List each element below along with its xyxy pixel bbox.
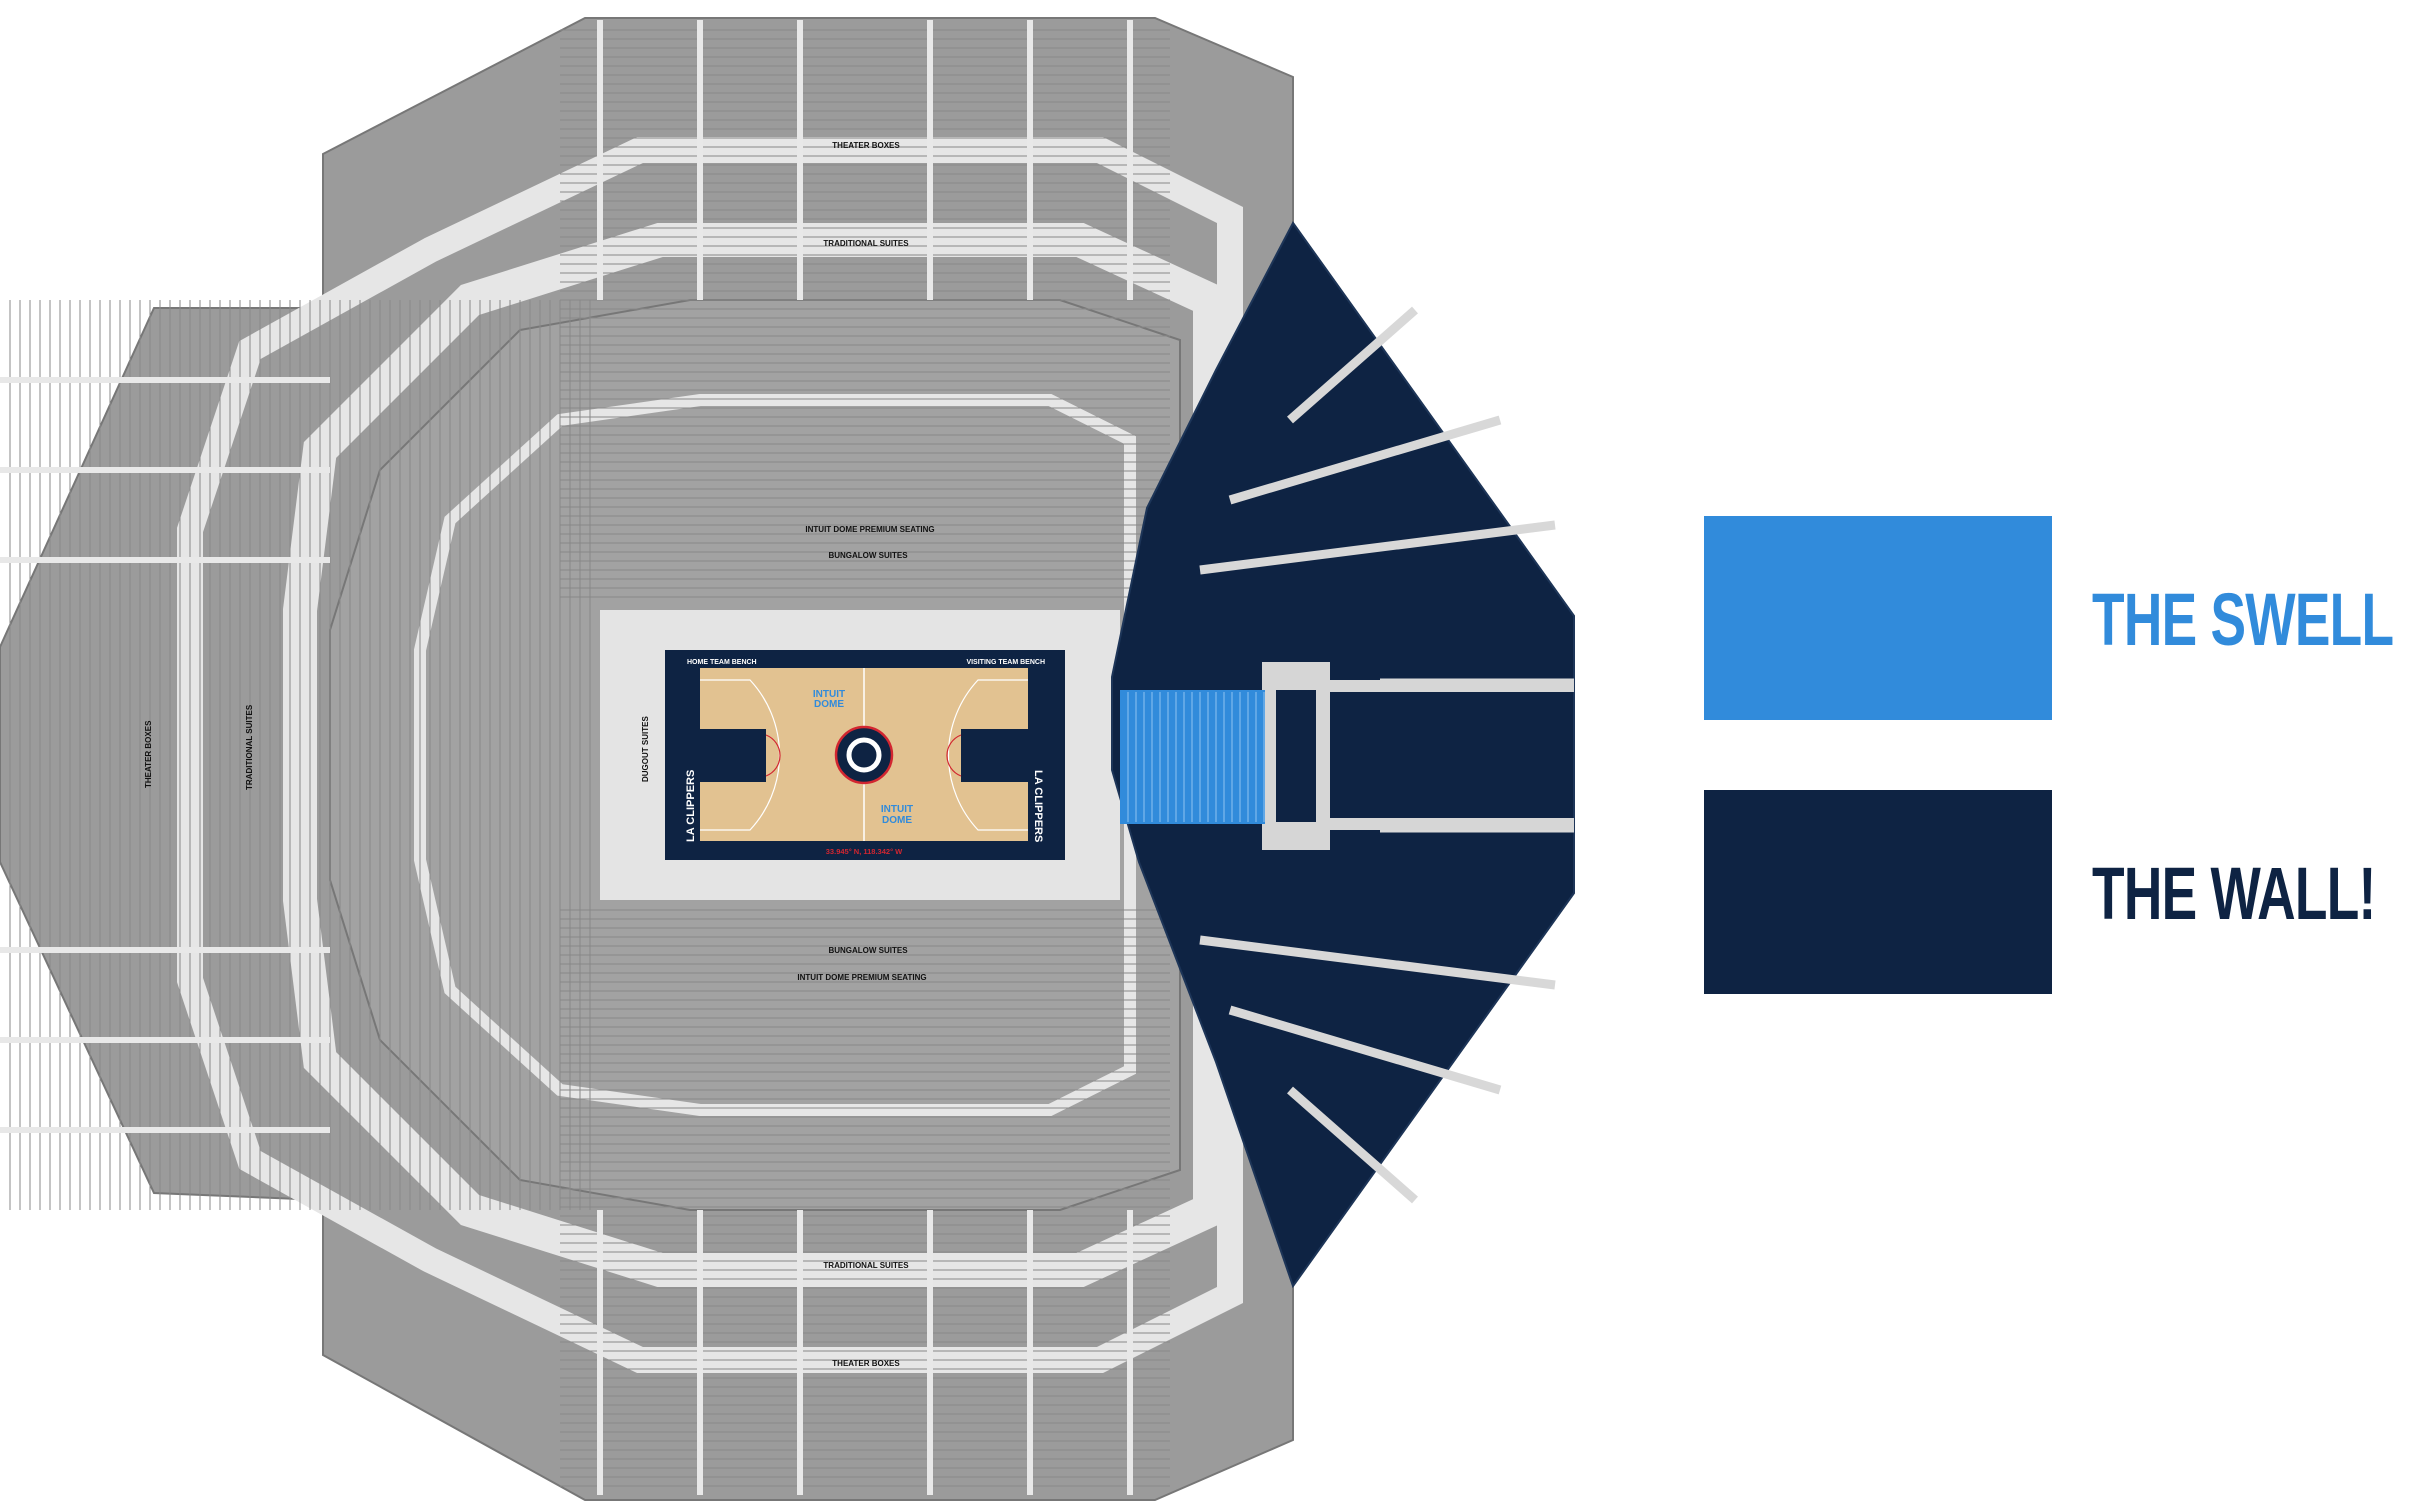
paint-right <box>961 729 1028 782</box>
bungalow-suites-top-label: BUNGALOW SUITES <box>828 551 908 560</box>
aisles <box>0 20 1133 1495</box>
sideline-left-label: LA CLIPPERS <box>685 770 697 842</box>
traditional-suites-top-label: TRADITIONAL SUITES <box>823 239 909 248</box>
line <box>1199 935 1556 990</box>
home-bench-label: HOME TEAM BENCH <box>687 659 757 666</box>
floor-logo-1-line1: INTUIT <box>813 689 845 700</box>
legend-label-wall: THE WALL! <box>2092 852 2376 935</box>
bungalow-suites-bottom-label: BUNGALOW SUITES <box>828 946 908 955</box>
visiting-bench-label: VISITING TEAM BENCH <box>966 659 1045 666</box>
dugout-suites-label: DUGOUT SUITES <box>641 716 650 782</box>
wall-vomitory-top <box>1330 680 1574 692</box>
legend-swatch-swell <box>1704 516 2052 720</box>
coordinates-label: 33.945° N, 118.342° W <box>826 847 903 856</box>
premium-seating-top-label: INTUIT DOME PREMIUM SEATING <box>805 525 934 534</box>
traditional-suites-left-label: TRADITIONAL SUITES <box>245 704 254 790</box>
theater-boxes-bottom-label: THEATER BOXES <box>832 1359 900 1368</box>
line <box>1228 1005 1502 1095</box>
swell-rows <box>1127 692 1265 822</box>
floor-logo-2-line1: INTUIT <box>881 804 913 815</box>
legend-label-swell: THE SWELL <box>2092 578 2394 661</box>
seat-rows <box>9 29 1170 1487</box>
line <box>1287 306 1418 424</box>
wall-tunnel-inner <box>1276 690 1316 822</box>
premium-seating-bottom-label: INTUIT DOME PREMIUM SEATING <box>797 973 926 982</box>
paint-left <box>700 729 766 782</box>
wall-vomitory-bottom <box>1330 818 1574 830</box>
basketball-court: HOME TEAM BENCH VISITING TEAM BENCH LA C… <box>665 650 1065 860</box>
floor-logo-1-line2: DOME <box>814 699 844 710</box>
line <box>1228 415 1502 505</box>
the-wall-section[interactable] <box>1111 221 1575 1289</box>
sideline-right-label: LA CLIPPERS <box>1032 770 1044 842</box>
theater-boxes-left-label: THEATER BOXES <box>144 720 153 788</box>
line <box>1199 520 1556 575</box>
legend-swatch-wall <box>1704 790 2052 994</box>
theater-boxes-top-label: THEATER BOXES <box>832 141 900 150</box>
floor-logo-2-line2: DOME <box>882 815 912 826</box>
center-logo <box>834 725 894 785</box>
traditional-suites-bottom-label: TRADITIONAL SUITES <box>823 1261 909 1270</box>
line <box>1287 1086 1418 1204</box>
